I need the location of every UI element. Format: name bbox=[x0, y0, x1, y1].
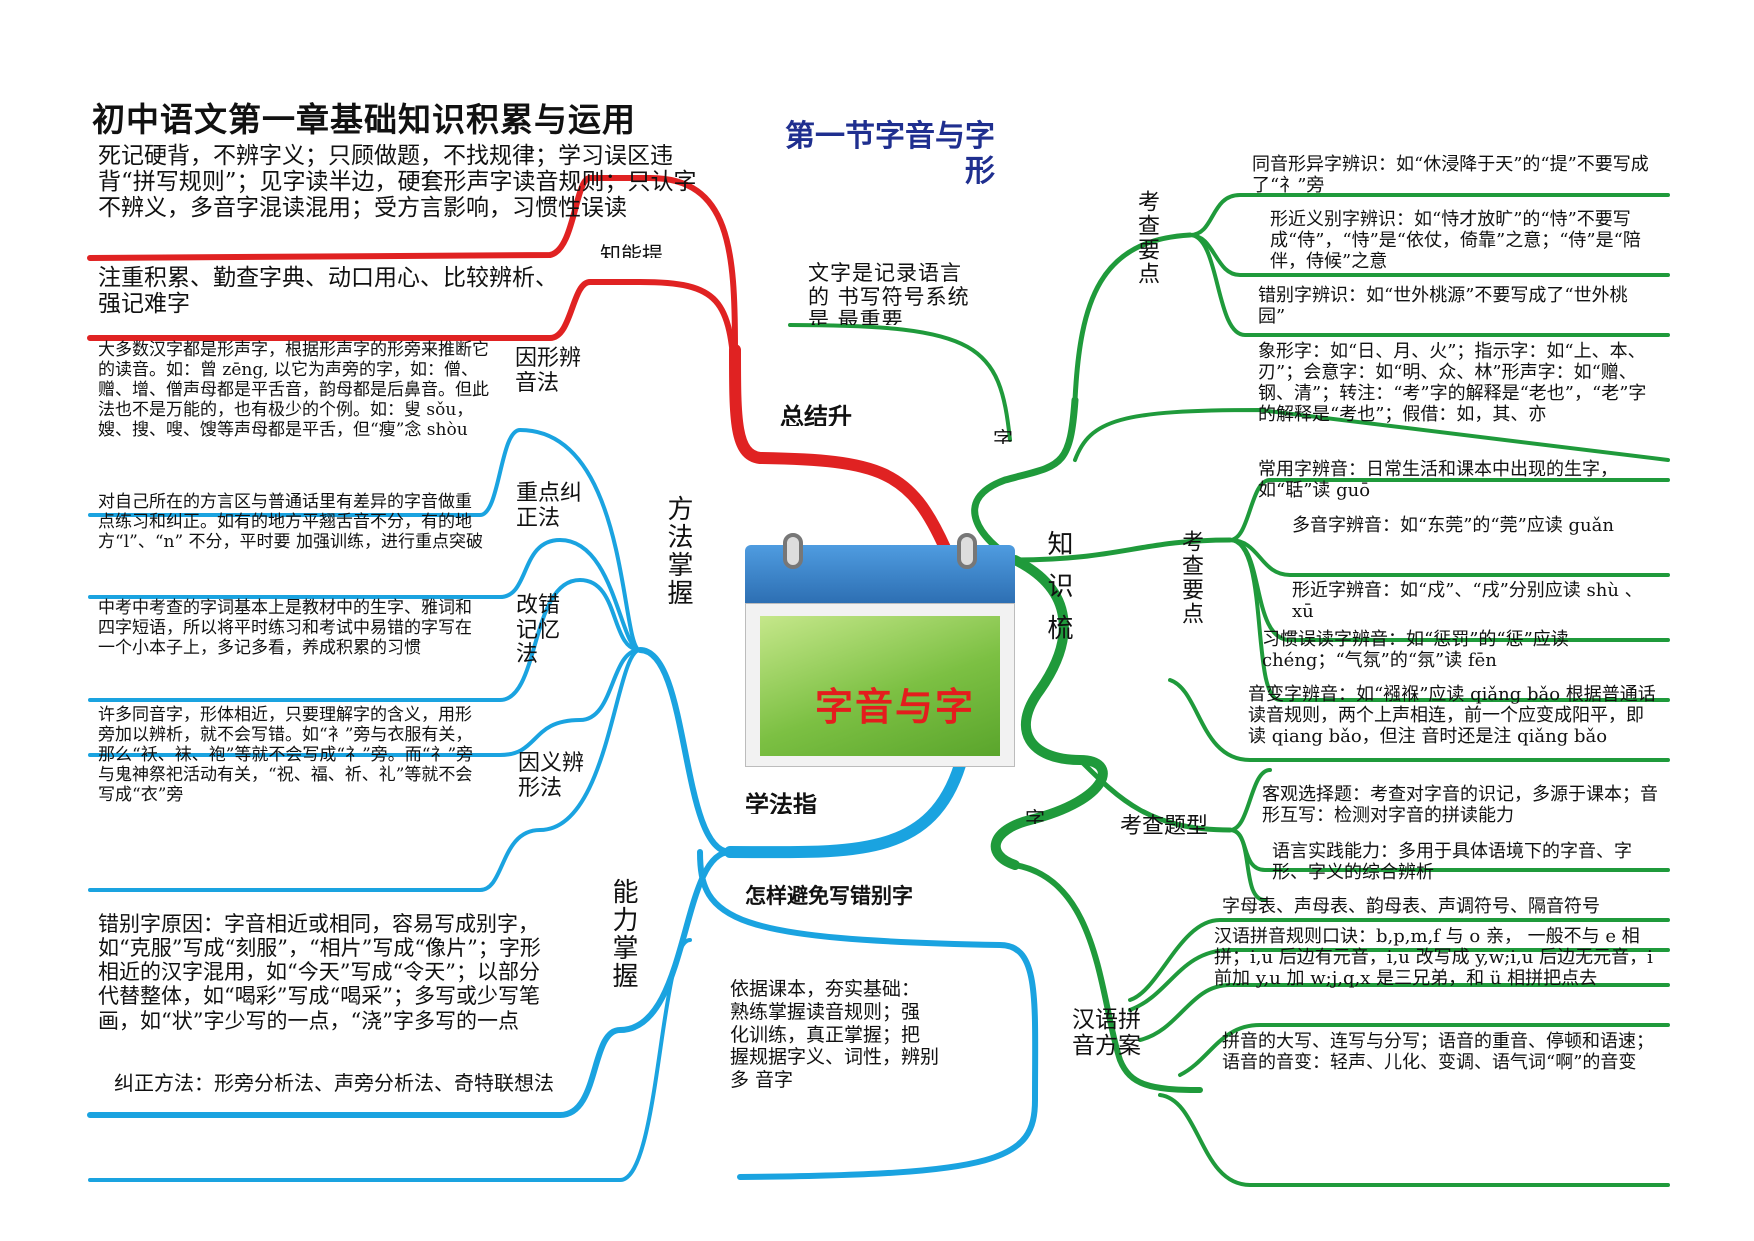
red-label-summary: 总结升 bbox=[780, 404, 852, 426]
section-title: 第一节字音与字形 bbox=[785, 119, 995, 189]
method-2-label: 重点纠正法 bbox=[516, 481, 583, 531]
red-branch-mis bbox=[87, 175, 738, 353]
blue-branch-upper bbox=[637, 647, 733, 855]
test-type-label: 考查题型 bbox=[1120, 814, 1209, 839]
center-label: 字音与字 bbox=[814, 684, 975, 729]
group-ability-label: 能力掌握 bbox=[608, 878, 638, 990]
blue-m3 bbox=[88, 577, 642, 702]
kp2-label: 考查要点 bbox=[1178, 530, 1203, 626]
avoid-label: 怎样避免写错别字 bbox=[745, 884, 913, 908]
green-py-a bbox=[1128, 918, 1670, 1002]
green-trunk bbox=[990, 555, 1108, 870]
kp2-item-4: 习惯误读字辨音：如“惩罚”的“惩”应读 chéng；“气氛”的“氛”读 fēn bbox=[1262, 629, 1569, 671]
page-title: 初中语文第一章基础知识积累与运用 bbox=[92, 100, 636, 139]
group-study-label: 学法指 bbox=[745, 792, 817, 814]
green-kp2-e bbox=[1168, 678, 1670, 762]
kp1-item-1: 同音形异字辨识：如“休浸降于天”的“提”不要写成了“礻”旁 bbox=[1252, 154, 1649, 196]
kp2-item-5: 音变字辨音：如“襁褓”应读 qiǎng bǎo 根据普通话读音规则，两个上声相连… bbox=[1248, 684, 1656, 747]
ability-2-text: 纠正方法：形旁分析法、声旁分析法、奇特联想法 bbox=[114, 1071, 554, 1095]
green-py-e bbox=[1158, 1093, 1670, 1187]
green-upper bbox=[971, 396, 1079, 564]
green-tt-a bbox=[1228, 768, 1272, 832]
green-kp2-a bbox=[1228, 478, 1670, 542]
method-3-label: 改错记忆法 bbox=[516, 593, 561, 668]
method-1-label: 因形辨音法 bbox=[515, 346, 582, 396]
py-item-3: 拼音的大写、连写与分写；语音的重音、停顿和语速；语音的音变：轻声、儿化、变调、语… bbox=[1222, 1031, 1654, 1073]
green-py-c bbox=[1138, 983, 1670, 1042]
kp2-item-2: 多音字辨音：如“东莞”的“莞”应读 guǎn bbox=[1292, 515, 1614, 536]
group-method-label: 方法掌握 bbox=[663, 495, 693, 607]
green-py-d bbox=[1178, 1023, 1670, 1077]
blue-m4 bbox=[88, 648, 642, 757]
note-branch bbox=[788, 323, 1012, 442]
calendar-image: 字音与字 bbox=[760, 616, 1000, 756]
green-kp2-d bbox=[1228, 538, 1670, 702]
py-item-2: 汉语拼音规则口诀：b,p,m,f 与 o 亲， 一般不与 e 相拼；i,u 后边… bbox=[1214, 926, 1653, 989]
tt-item-2: 语言实践能力：多用于具体语境下的字音、字形、字义的综合辨析 bbox=[1272, 841, 1632, 883]
green-kp1-d bbox=[1073, 407, 1670, 462]
red-label-top: 知能提 bbox=[600, 244, 663, 258]
green-kp2-b bbox=[1228, 538, 1670, 577]
green-kp1-c bbox=[1188, 233, 1670, 337]
blue-ability bbox=[87, 849, 733, 1118]
avoid-text: 依据课本，夯实基础： 熟练掌握读音规则；强 化训练，真正掌握；把 握规据字义、词… bbox=[730, 978, 940, 1092]
blue-m2 bbox=[88, 537, 642, 652]
kp1-item-3: 错别字辨识：如“世外桃源”不要写成了“世外桃园” bbox=[1258, 285, 1628, 327]
red-branch-meth bbox=[87, 279, 738, 383]
char-label-1: 字 bbox=[993, 428, 1013, 444]
blue-m1 bbox=[88, 427, 642, 652]
green-kp2-stem bbox=[1012, 537, 1233, 563]
green-py-stem bbox=[1012, 862, 1203, 1093]
top-note: 文字是记录语言的 书写符号系统 是 最重要 bbox=[808, 262, 970, 325]
calendar-ring-icon bbox=[957, 533, 977, 569]
method-3-text: 中考中考查的字词基本上是教材中的生字、雅词和四字短语，所以将平时练习和考试中易错… bbox=[98, 598, 472, 659]
calendar-ring-icon bbox=[783, 533, 803, 569]
blue-branch-main bbox=[724, 759, 966, 859]
ability-1-text: 错别字原因：字音相近或相同，容易写成别字，如“克服”写成“刻服”，“相片”写成“… bbox=[98, 912, 541, 1033]
method-1-text: 大多数汉字都是形声字，根据形声字的形旁来推断它的读音。如：曾 zēng, 以它为… bbox=[98, 340, 489, 441]
center-node: 字音与字 bbox=[745, 533, 1015, 767]
method-2-text: 对自己所在的方言区与普通话里有差异的字音做重点练习和纠正。如有的地方平翘舌音不分… bbox=[98, 492, 483, 553]
green-kp1-a bbox=[1188, 193, 1670, 237]
kp2-item-3: 形近字辨音：如“戍”、“戌”分别应读 shù 、xū bbox=[1292, 580, 1643, 622]
method-4-text: 许多同音字，形体相近，只要理解字的含义，用形旁加以辨析，就不会写错。如“衤”旁与… bbox=[98, 705, 474, 806]
blue-m5 bbox=[88, 648, 642, 892]
red-study-methods: 注重积累、勤查字典、动口用心、比较辨析、强记难字 bbox=[98, 265, 558, 317]
py-item-1: 字母表、声母表、韵母表、声调符号、隔音符号 bbox=[1222, 896, 1600, 917]
blue-ability-2 bbox=[88, 938, 692, 1182]
blue-avoid bbox=[697, 849, 1039, 1180]
red-branch-main bbox=[729, 344, 951, 554]
green-kp1-stem bbox=[1072, 232, 1193, 403]
red-misconceptions: 死记硬背，不辨字义；只顾做题，不找规律；学习误区违背“拼写规则”；见字读半边，硬… bbox=[98, 143, 697, 221]
char-label-2: 字 bbox=[1025, 808, 1045, 824]
tt-item-1: 客观选择题：考查对字音的识记，多源于课本；音形互写：检测对字音的拼读能力 bbox=[1262, 784, 1658, 826]
green-tt-c bbox=[1228, 828, 1267, 902]
kp1-item-2: 形近义别字辨识：如“恃才放旷”的“恃”不要写成“侍”，“恃”是“依仗，倚靠”之意… bbox=[1270, 209, 1641, 272]
method-4-label: 因义辨形法 bbox=[518, 751, 585, 801]
kp1-label: 考查要点 bbox=[1134, 190, 1159, 286]
green-py-b bbox=[1128, 948, 1670, 1012]
green-tt-stem bbox=[1077, 757, 1233, 833]
calendar-body: 字音与字 bbox=[745, 603, 1015, 767]
pinyin-label: 汉语拼音方案 bbox=[1072, 1007, 1141, 1059]
knowledge-label: 知识梳 bbox=[1043, 530, 1073, 656]
kp2-item-1: 常用字辨音：日常生活和课本中出现的生字，如“聒”读 guō bbox=[1258, 459, 1618, 501]
kp1-item-4: 象形字：如“日、月、火”；指示字：如“上、本、刃”；会意字：如“明、众、林”形声… bbox=[1258, 341, 1647, 425]
